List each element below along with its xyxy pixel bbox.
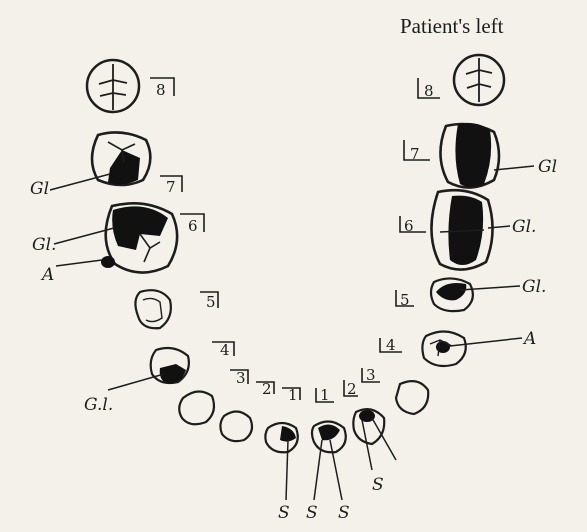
tooth-l7 <box>440 123 499 188</box>
tooth-number-r4: 4 <box>220 341 230 359</box>
tooth-number-r5: 5 <box>206 293 216 311</box>
tooth-number-r1: 1 <box>288 386 298 404</box>
note-r6-lower: A <box>40 265 54 285</box>
note-r7: Gl <box>30 179 49 199</box>
tooth-r6 <box>101 203 177 272</box>
note-l2: S <box>338 503 350 523</box>
note-l6: Gl. <box>512 217 536 237</box>
number-brackets <box>150 78 440 402</box>
tooth-l2 <box>353 409 384 444</box>
tooth-number-r2: 2 <box>262 380 272 398</box>
tooth-r3 <box>179 391 214 424</box>
tooth-l1 <box>312 421 346 452</box>
tooth-l5 <box>431 278 473 311</box>
note-r1: S <box>278 503 290 523</box>
tooth-number-l8: 8 <box>424 82 434 100</box>
tooth-r1 <box>265 423 297 452</box>
tooth-number-l7: 7 <box>410 145 420 163</box>
tooth-l3 <box>396 381 428 414</box>
note-l1: S <box>306 503 318 523</box>
note-r4: G.l. <box>84 395 113 415</box>
tooth-r5 <box>135 290 170 328</box>
note-r6: Gl. <box>32 235 56 255</box>
tooth-number-r3: 3 <box>236 369 246 387</box>
tooth-l4 <box>422 331 465 366</box>
note-l4: A <box>522 329 536 349</box>
tooth-number-l5: 5 <box>400 291 410 309</box>
tooth-number-l3: 3 <box>366 366 376 384</box>
note-l5: Gl. <box>522 277 546 297</box>
tooth-r4 <box>151 348 189 384</box>
tooth-number-r7: 7 <box>166 178 176 196</box>
tooth-l6 <box>431 190 492 269</box>
tooth-r8 <box>87 60 139 112</box>
tooth-number-l1: 1 <box>320 386 330 404</box>
tooth-number-l2: 2 <box>347 380 357 398</box>
tooth-number-r8: 8 <box>156 81 166 99</box>
tooth-r2 <box>220 411 252 441</box>
tooth-number-l6: 6 <box>404 217 414 235</box>
tooth-l8 <box>454 55 504 105</box>
note-l7: Gl <box>538 157 557 177</box>
tooth-number-r6: 6 <box>188 217 198 235</box>
tooth-number-l4: 4 <box>386 336 396 354</box>
note-l3: S <box>372 475 384 495</box>
